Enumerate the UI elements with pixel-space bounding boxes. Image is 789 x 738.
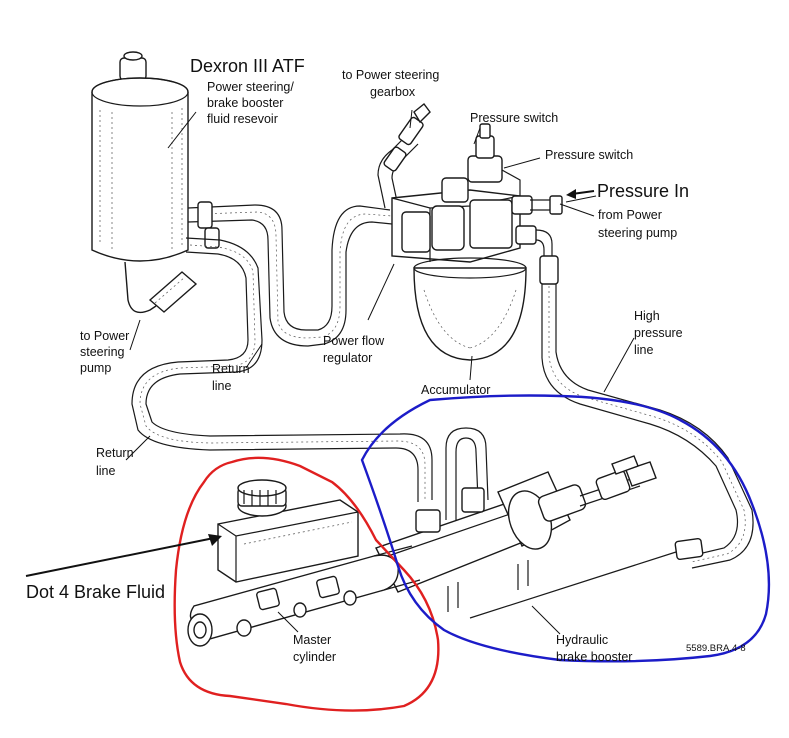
leader-lines: [125, 109, 635, 635]
label-return-mid-2: line: [212, 379, 232, 393]
label-pressure-switch-right: Pressure switch: [545, 148, 633, 162]
label-high-pressure-2: pressure: [634, 326, 683, 340]
return-line-pipes: [131, 201, 433, 502]
label-high-pressure-1: High: [634, 309, 660, 323]
label-figure-code: 5589.BRA.4-8: [686, 643, 746, 654]
label-high-pressure-3: line: [634, 343, 654, 357]
label-gearbox-1: to Power steering: [342, 68, 439, 82]
label-to-pump-1: to Power: [80, 329, 129, 343]
accumulator: [413, 257, 527, 361]
gearbox-pipe: [377, 103, 431, 209]
label-dot4: Dot 4 Brake Fluid: [26, 582, 165, 602]
label-reservoir-2: brake booster: [207, 96, 283, 110]
high-pressure-line: [469, 255, 754, 619]
power-flow-regulator: [391, 123, 563, 263]
label-hydraulic-1: Hydraulic: [556, 633, 608, 647]
label-power-flow-2: regulator: [323, 351, 372, 365]
label-power-flow-1: Power flow: [323, 334, 385, 348]
pressure-in-arrow: [566, 189, 595, 199]
label-reservoir-1: Power steering/: [207, 80, 294, 94]
label-pressure-switch-top: Pressure switch: [470, 111, 558, 125]
label-return-mid-1: Return: [212, 362, 250, 376]
label-return-left-1: Return: [96, 446, 134, 460]
blue-outline: [360, 394, 771, 663]
label-accumulator: Accumulator: [421, 383, 490, 397]
label-gearbox-2: gearbox: [370, 85, 416, 99]
label-return-left-2: line: [96, 464, 116, 478]
label-to-pump-2: steering: [80, 345, 125, 359]
red-outline: [173, 456, 440, 712]
label-from-pump-1: from Power: [598, 208, 662, 222]
label-reservoir-3: fluid resevoir: [207, 112, 278, 126]
master-cylinder: [187, 479, 421, 647]
label-from-pump-2: steering pump: [598, 226, 677, 240]
label-hydraulic-2: brake booster: [556, 650, 632, 664]
label-pressure-in: Pressure In: [597, 181, 689, 201]
fluid-reservoir: [91, 51, 198, 314]
label-master-2: cylinder: [293, 650, 336, 664]
label-to-pump-3: pump: [80, 361, 111, 375]
dot4-arrow: [25, 534, 222, 577]
label-master-1: Master: [293, 633, 331, 647]
hydraulic-brake-booster: [375, 427, 657, 612]
label-dexron: Dexron III ATF: [190, 56, 305, 76]
